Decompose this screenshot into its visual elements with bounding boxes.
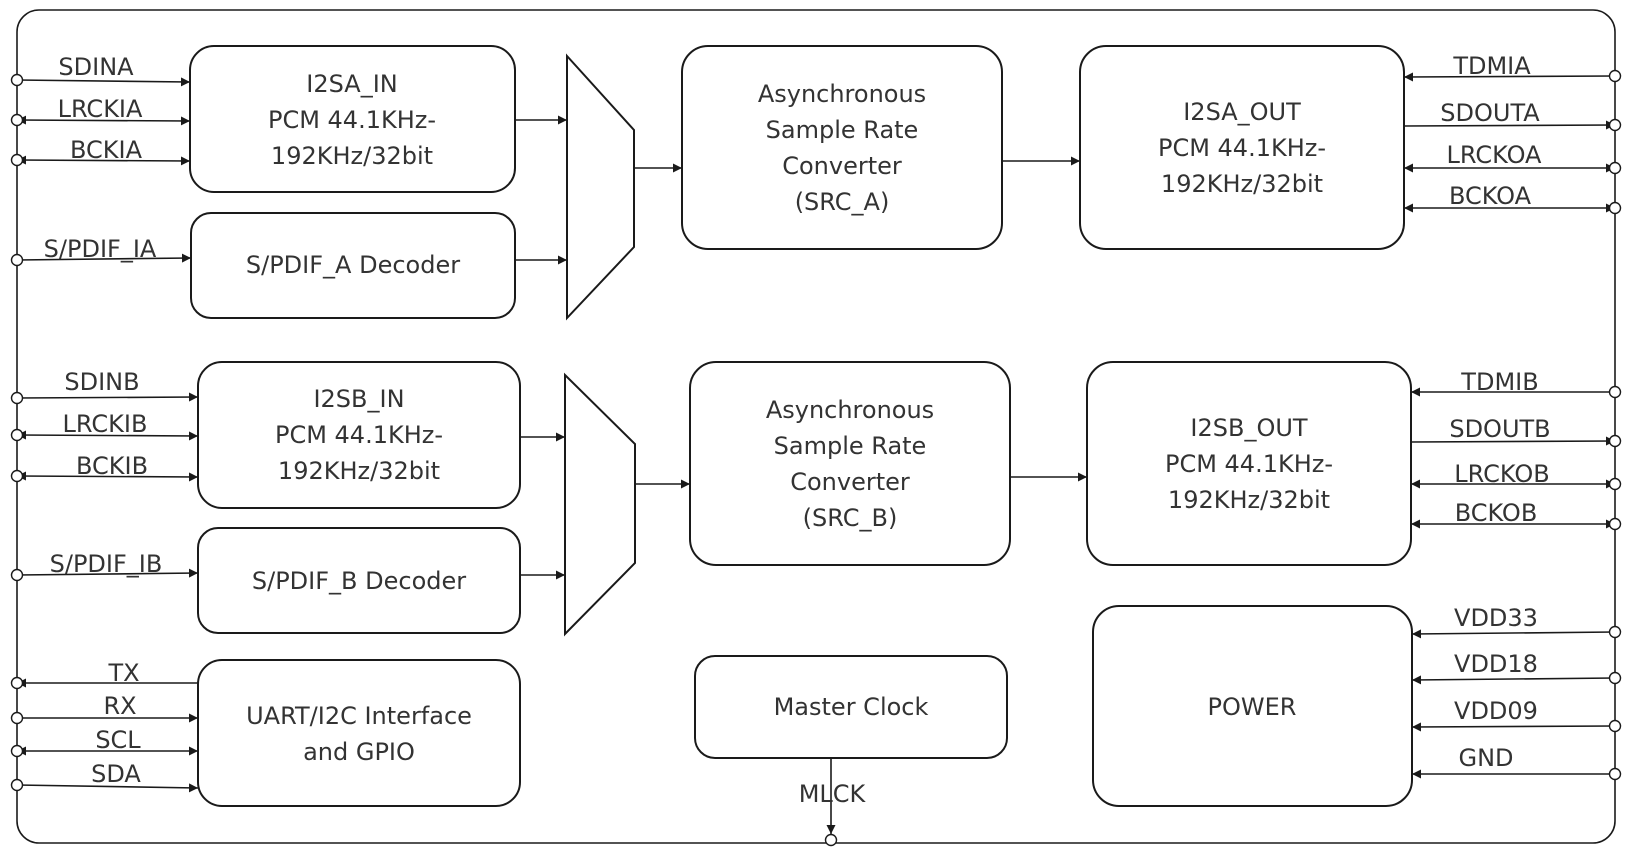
signal-lrckoa: LRCKOA xyxy=(1447,141,1543,169)
uart-i2c-gpio-block xyxy=(197,659,521,807)
signal-tx: TX xyxy=(107,659,139,687)
signal-sdoutb: SDOUTB xyxy=(1449,415,1550,443)
right-pins xyxy=(1608,69,1622,781)
src-a-label-2: Sample Rate xyxy=(766,116,919,144)
master-clock-block xyxy=(694,655,1008,759)
chip-boundary xyxy=(16,9,1616,844)
i2sa-out-label-2: PCM 44.1KHz- xyxy=(1158,134,1326,162)
src-b-label-2: Sample Rate xyxy=(774,432,927,460)
i2sb-in-label-1: I2SB_IN xyxy=(313,385,404,413)
spdif-b-label: S/PDIF_B Decoder xyxy=(252,567,466,595)
signal-bckoa: BCKOA xyxy=(1449,182,1532,210)
spdif-a-label: S/PDIF_A Decoder xyxy=(246,251,460,279)
master-clock-label: Master Clock xyxy=(774,693,929,721)
src-a-label-4: (SRC_A) xyxy=(795,188,890,216)
i2sa-in-block xyxy=(189,45,516,193)
i2sb-in-label-2: PCM 44.1KHz- xyxy=(275,421,443,449)
uart-label-2: and GPIO xyxy=(303,738,415,766)
mclk-pin xyxy=(824,833,838,847)
src-b-label-1: Asynchronous xyxy=(766,396,934,424)
src-b-label-3: Converter xyxy=(790,468,910,496)
left-pins xyxy=(10,73,24,792)
signal-sdinb: SDINB xyxy=(64,368,139,396)
signal-spdif-ib: S/PDIF_IB xyxy=(50,550,163,578)
signal-vdd33: VDD33 xyxy=(1454,604,1538,632)
spdif-a-decoder-block xyxy=(190,212,516,319)
signal-spdif-ia: S/PDIF_IA xyxy=(44,235,157,263)
internal-wires xyxy=(515,115,1087,580)
signal-tdmia: TDMIA xyxy=(1452,52,1531,80)
signal-bckob: BCKOB xyxy=(1455,499,1538,527)
signal-bckib: BCKIB xyxy=(76,452,148,480)
signal-scl: SCL xyxy=(95,726,141,754)
i2sb-in-block xyxy=(197,361,521,509)
i2sa-out-block xyxy=(1079,45,1405,250)
right-pin-wires xyxy=(1403,72,1616,779)
signal-lrckob: LRCKOB xyxy=(1454,460,1549,488)
left-pin-wires xyxy=(16,77,199,793)
signal-lrckib: LRCKIB xyxy=(63,410,148,438)
signal-sda: SDA xyxy=(91,760,141,788)
i2sa-in-label-3: 192KHz/32bit xyxy=(271,142,433,170)
src-b-block xyxy=(689,361,1011,566)
signal-lrckia: LRCKIA xyxy=(58,95,143,123)
mux-a xyxy=(566,53,635,321)
signal-gnd: GND xyxy=(1458,744,1513,772)
signal-bckia: BCKIA xyxy=(70,136,143,164)
uart-label-1: UART/I2C Interface xyxy=(246,702,472,730)
power-label: POWER xyxy=(1208,693,1297,721)
i2sb-in-label-3: 192KHz/32bit xyxy=(278,457,440,485)
i2sb-out-label-3: 192KHz/32bit xyxy=(1168,486,1330,514)
src-a-block xyxy=(681,45,1003,250)
signal-sdouta: SDOUTA xyxy=(1440,99,1540,127)
signal-rx: RX xyxy=(103,692,136,720)
i2sa-out-label-3: 192KHz/32bit xyxy=(1161,170,1323,198)
i2sa-in-label-2: PCM 44.1KHz- xyxy=(268,106,436,134)
mux-b xyxy=(564,372,636,637)
signal-vdd09: VDD09 xyxy=(1454,697,1538,725)
signal-vdd18: VDD18 xyxy=(1454,650,1538,678)
src-a-label-3: Converter xyxy=(782,152,902,180)
i2sb-out-block xyxy=(1086,361,1412,566)
src-b-label-4: (SRC_B) xyxy=(803,504,898,532)
i2sa-out-label-1: I2SA_OUT xyxy=(1183,98,1301,126)
i2sa-in-label-1: I2SA_IN xyxy=(306,70,397,98)
signal-tdmib: TDMIB xyxy=(1460,368,1538,396)
signal-sdina: SDINA xyxy=(58,53,134,81)
signal-mlck: MLCK xyxy=(799,780,867,808)
i2sb-out-label-1: I2SB_OUT xyxy=(1190,414,1308,442)
power-block xyxy=(1092,605,1413,807)
i2sb-out-label-2: PCM 44.1KHz- xyxy=(1165,450,1333,478)
spdif-b-decoder-block xyxy=(197,527,521,634)
src-a-label-1: Asynchronous xyxy=(758,80,926,108)
